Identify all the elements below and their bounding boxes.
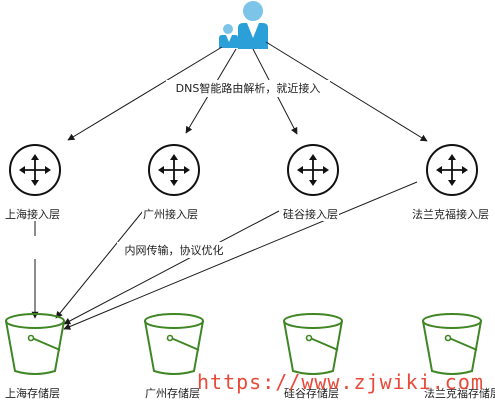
storage-layer: 上海存储层 广州存储层 硅谷存储层 法兰克福存储层 — [5, 313, 495, 400]
edge-users-frankfurt — [265, 41, 428, 142]
edge-siliconvalley-to-shanghai-storage — [63, 210, 280, 325]
storage-node-label: 硅谷存储层 — [284, 386, 339, 400]
access-node: 法兰克福接入层 — [411, 144, 490, 221]
storage-node: 上海存储层 — [5, 313, 65, 400]
storage-bucket-icon — [144, 313, 204, 375]
storage-node: 硅谷存储层 — [283, 313, 343, 400]
storage-node: 广州存储层 — [144, 313, 204, 400]
transport-label: 内网传输，协议优化 — [125, 243, 224, 257]
storage-node-label: 广州存储层 — [145, 386, 200, 400]
router-icon — [287, 144, 339, 196]
access-layer: 上海接入层 广州接入层 硅谷接入层 法兰克福接入层 — [4, 144, 490, 221]
access-label-bg — [4, 207, 61, 221]
transport-edges — [31, 181, 418, 330]
access-label-bg — [142, 207, 199, 221]
access-node-label: 法兰克福接入层 — [412, 207, 489, 221]
storage-node: 法兰克福存储层 — [422, 313, 495, 400]
users-icon — [219, 1, 268, 49]
storage-node-label: 法兰克福存储层 — [424, 386, 495, 400]
access-node-label: 硅谷接入层 — [283, 208, 338, 221]
storage-bucket-icon — [5, 313, 65, 375]
access-node: 上海接入层 — [4, 144, 61, 221]
access-node-label: 上海接入层 — [5, 207, 60, 221]
router-icon — [9, 144, 61, 196]
router-icon — [148, 144, 200, 196]
storage-bucket-icon — [422, 313, 482, 375]
transport-label-bg — [117, 242, 231, 258]
storage-bucket-icon — [283, 313, 343, 375]
edge-frankfurt-to-shanghai-storage — [63, 181, 418, 330]
edge-guangzhou-to-shanghai-storage — [55, 210, 144, 319]
access-node-label: 广州接入层 — [143, 208, 198, 221]
access-node: 广州接入层 — [142, 144, 200, 221]
edge-users-shanghai — [67, 46, 223, 141]
access-label-bg — [282, 207, 339, 221]
dns-label: DNS智能路由解析，就近接入 — [176, 81, 321, 95]
dns-label-bg — [166, 80, 330, 97]
watermark: https://www.zjwiki.com — [197, 370, 484, 394]
storage-node-label: 上海存储层 — [5, 386, 60, 400]
access-node: 硅谷接入层 — [282, 144, 339, 221]
access-label-bg — [411, 207, 490, 221]
router-icon — [426, 144, 478, 196]
